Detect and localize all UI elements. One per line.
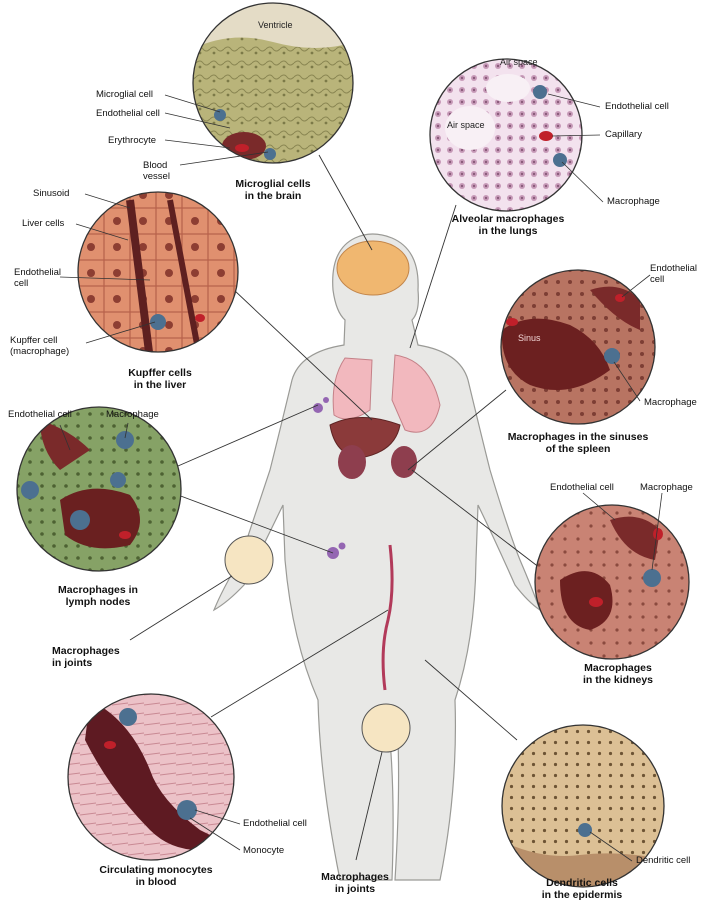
caption-lungs-2: in the lungs: [438, 225, 578, 237]
label-kupffer-cell-1: Kupffer cell: [10, 335, 57, 346]
spleen-panel: [495, 265, 665, 435]
label-liver-endothelial-1: Endothelial: [14, 267, 61, 278]
caption-brain-1: Microglial cells: [218, 178, 328, 190]
caption-joints-hand-1: Macrophages: [52, 645, 120, 657]
label-lymph-endothelial-cell: Endothelial cell: [8, 409, 72, 420]
caption-epidermis-1: Dendritic cells: [522, 877, 642, 889]
epidermis-panel: [495, 720, 675, 900]
label-kidney-endothelial-cell: Endothelial cell: [550, 482, 614, 493]
label-sinusoid: Sinusoid: [33, 188, 69, 199]
caption-joints-hand-2: in joints: [52, 657, 92, 669]
label-kupffer-cell-2: (macrophage): [10, 346, 69, 357]
caption-spleen-1: Macrophages in the sinuses: [488, 431, 668, 443]
label-capillary: Capillary: [605, 129, 642, 140]
label-liver-endothelial-2: cell: [14, 278, 28, 289]
label-microglial-cell: Microglial cell: [96, 89, 153, 100]
label-ventricle: Ventricle: [258, 20, 293, 30]
label-brain-endothelial-cell: Endothelial cell: [96, 108, 160, 119]
label-lung-macrophage: Macrophage: [607, 196, 660, 207]
label-blood-vessel-2: vessel: [143, 171, 170, 182]
lymph-panel: [10, 400, 190, 580]
caption-kidneys-2: in the kidneys: [568, 674, 668, 686]
caption-blood-1: Circulating monocytes: [86, 864, 226, 876]
label-air-space-top: Air space: [500, 57, 538, 67]
lungs-panel: [420, 50, 600, 220]
kidney-organ: [338, 445, 366, 479]
label-lymph-macrophage: Macrophage: [106, 409, 159, 420]
caption-liver-1: Kupffer cells: [105, 367, 215, 379]
label-blood-vessel-1: Blood: [143, 160, 167, 171]
label-air-space-left: Air space: [447, 120, 485, 130]
caption-joints-knee-1: Macrophages: [300, 871, 410, 883]
caption-liver-2: in the liver: [105, 379, 215, 391]
caption-lymph-1: Macrophages in: [48, 584, 148, 596]
hand-joint-circle: [225, 536, 273, 584]
label-spleen-endothelial-2: cell: [650, 274, 664, 285]
brain-organ: [337, 241, 409, 295]
caption-blood-2: in blood: [86, 876, 226, 888]
label-sinus: Sinus: [518, 333, 541, 343]
blood-panel: [65, 690, 245, 870]
caption-kidneys-1: Macrophages: [568, 662, 668, 674]
caption-lungs-1: Alveolar macrophages: [438, 213, 578, 225]
label-blood-endothelial-cell: Endothelial cell: [243, 818, 307, 829]
kidneys-panel: [530, 500, 700, 670]
label-monocyte: Monocyte: [243, 845, 284, 856]
label-spleen-macrophage: Macrophage: [644, 397, 697, 408]
liver-panel: [70, 185, 250, 365]
label-kidney-macrophage: Macrophage: [640, 482, 693, 493]
label-spleen-endothelial-1: Endothelial: [650, 263, 697, 274]
caption-spleen-2: of the spleen: [488, 443, 668, 455]
label-dendritic-cell: Dendritic cell: [636, 855, 690, 866]
spleen-organ: [391, 446, 417, 478]
label-liver-cells: Liver cells: [22, 218, 64, 229]
caption-epidermis-2: in the epidermis: [522, 889, 642, 901]
knee-joint-circle: [362, 704, 410, 752]
caption-joints-knee-2: in joints: [300, 883, 410, 895]
label-erythrocyte: Erythrocyte: [108, 135, 156, 146]
label-lung-endothelial-cell: Endothelial cell: [605, 101, 669, 112]
caption-brain-2: in the brain: [218, 190, 328, 202]
caption-lymph-2: lymph nodes: [48, 596, 148, 608]
